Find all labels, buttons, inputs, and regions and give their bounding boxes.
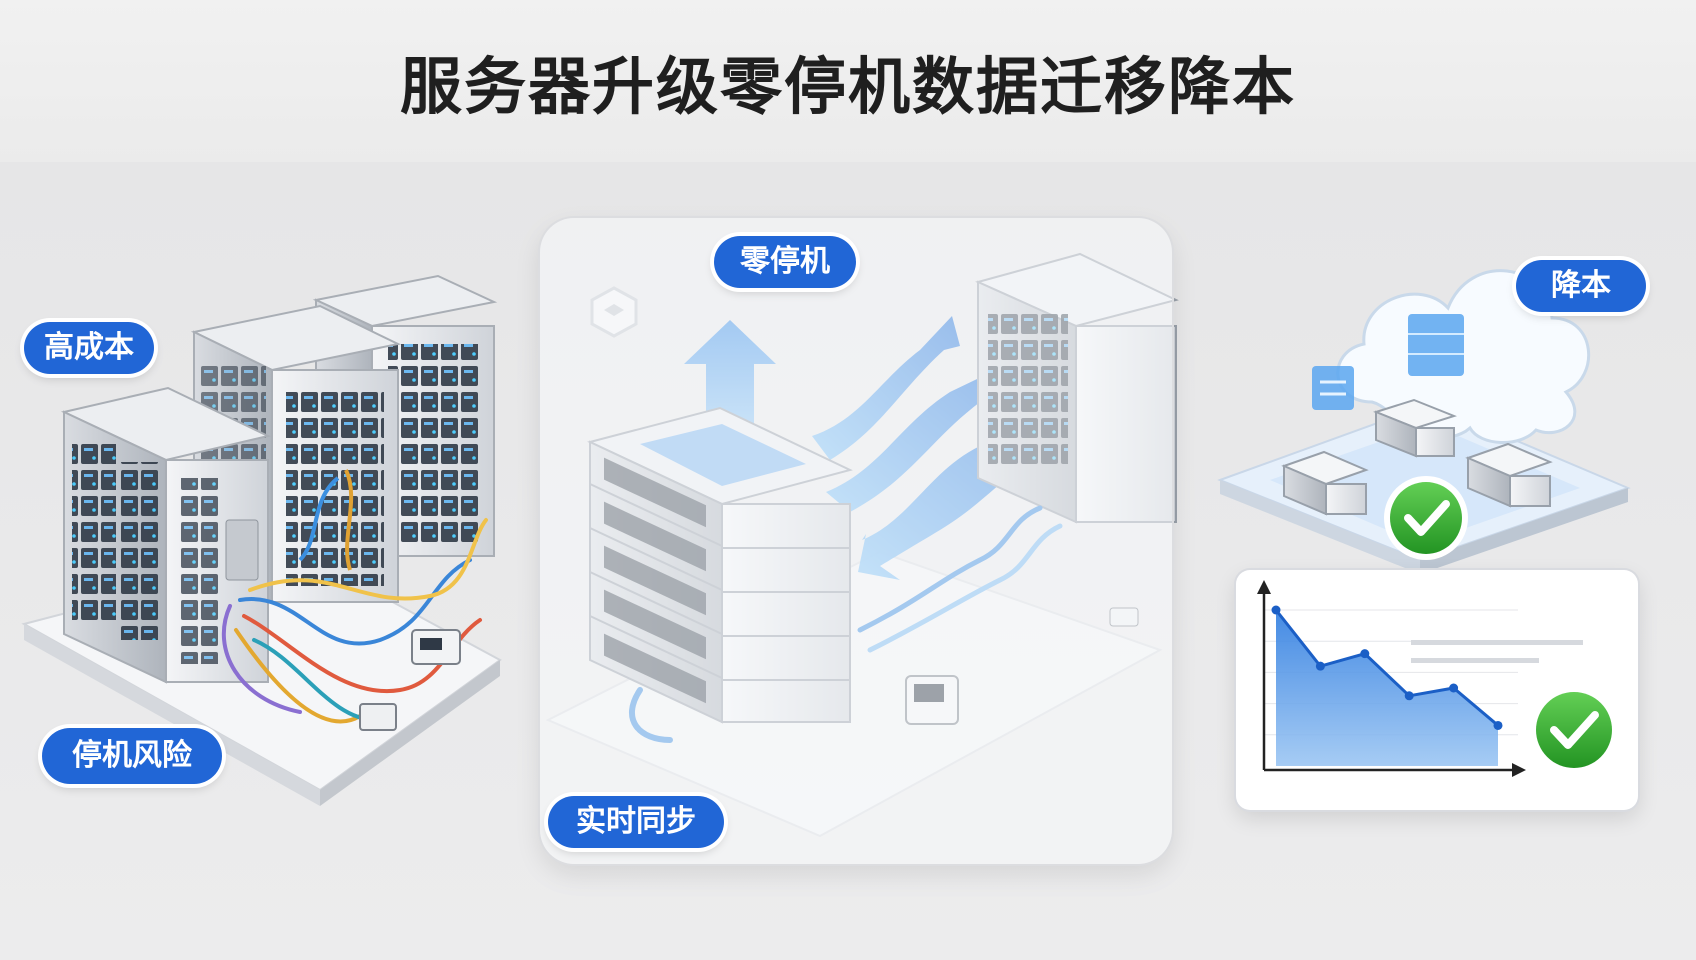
- label-cost-reduction: 降本: [1516, 260, 1646, 312]
- cloud-platform-scene: [1217, 269, 1631, 574]
- label-downtime-risk: 停机风险: [42, 728, 222, 784]
- legacy-server-cluster: [21, 274, 502, 806]
- chart-point: [1493, 720, 1503, 730]
- chart-point: [1315, 661, 1325, 671]
- cloud-node-right: [1465, 442, 1553, 508]
- cloud-node-left: [1281, 450, 1369, 516]
- migration-panel: [540, 218, 1172, 864]
- network-switch-box: [359, 629, 461, 731]
- cloud-node-center: [1373, 398, 1457, 458]
- chart-legend-line-1: [1411, 640, 1583, 645]
- legacy-rack-back: [312, 274, 498, 558]
- chart-point: [1449, 683, 1459, 693]
- cost-trend-chart: [1257, 580, 1618, 777]
- chart-x-axis-arrow: [1512, 763, 1526, 777]
- check-circle-icon: [1530, 686, 1618, 774]
- title-band: [0, 0, 1696, 162]
- label-zero-downtime: 零停机: [714, 236, 856, 288]
- chart-line-series: [1274, 609, 1499, 727]
- chart-point: [1404, 691, 1414, 701]
- chart-legend-line-2: [1411, 658, 1539, 663]
- cloud-icon: [1312, 269, 1591, 444]
- chart-points: [1271, 605, 1503, 730]
- chart-point: [1360, 649, 1370, 659]
- chart-y-axis-arrow: [1257, 580, 1271, 594]
- check-circle-icon: [1384, 476, 1468, 560]
- legacy-rack-front: [60, 386, 271, 684]
- chart-area-series: [1276, 610, 1498, 766]
- page-title: 服务器升级零停机数据迁移降本: [399, 50, 1296, 123]
- chart-point: [1271, 605, 1281, 615]
- label-high-cost: 高成本: [24, 322, 154, 374]
- label-realtime-sync: 实时同步: [548, 796, 724, 848]
- cost-trend-card: [1236, 570, 1638, 810]
